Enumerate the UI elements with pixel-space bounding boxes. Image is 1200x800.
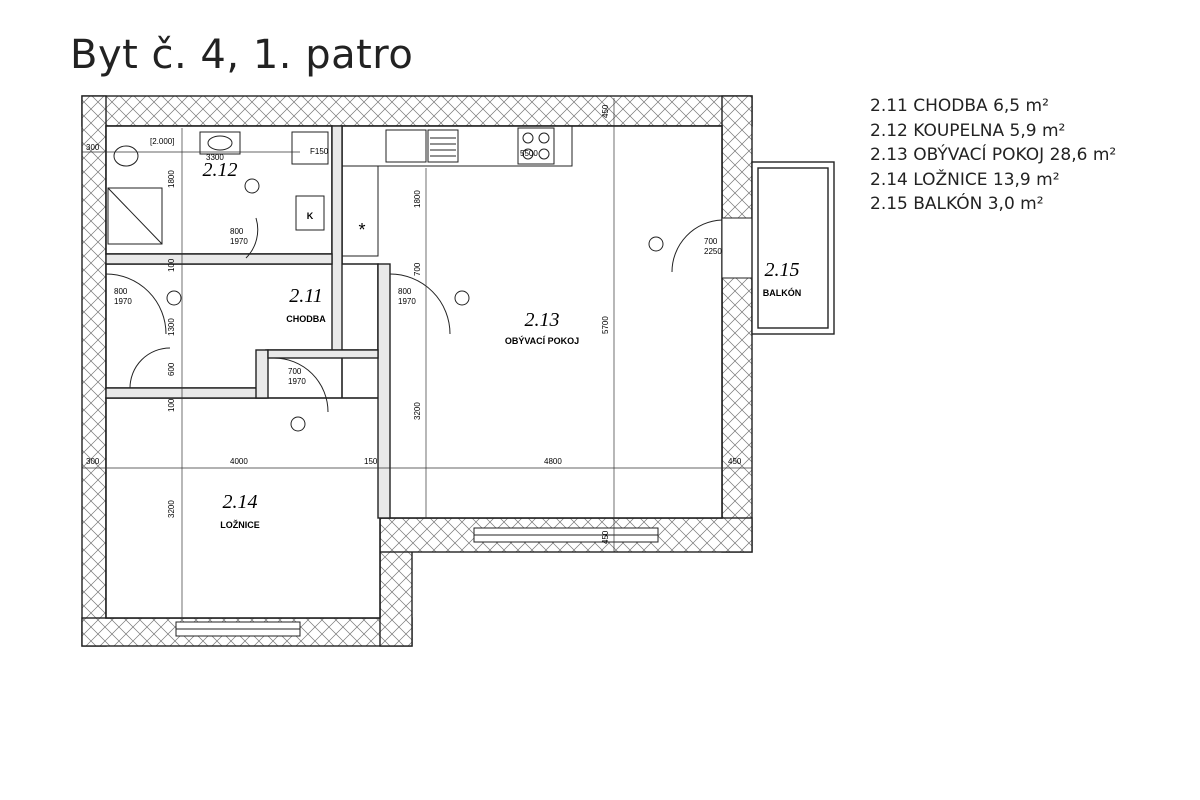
dim-4800: 4800 bbox=[544, 457, 562, 466]
outer-walls bbox=[81, 95, 753, 647]
room-areas bbox=[105, 125, 723, 619]
room-name-2-11: CHODBA bbox=[286, 314, 326, 324]
dim-300-a: 300 bbox=[86, 143, 100, 152]
dim-3200-l: 3200 bbox=[167, 500, 176, 518]
room-area-item-2-12: 2.12 KOUPELNA 5,9 m² bbox=[870, 120, 1066, 141]
dim-700-k: 700 bbox=[413, 262, 422, 276]
door3-height: 1970 bbox=[288, 377, 306, 386]
door4-width: 800 bbox=[230, 227, 244, 236]
room-area-item-2-13: 2.13 OBÝVACÍ POKOJ 28,6 m² bbox=[870, 145, 1117, 165]
door3-width: 700 bbox=[288, 367, 302, 376]
k-mark: K bbox=[307, 211, 314, 221]
room-name-2-13: OBÝVACÍ POKOJ bbox=[505, 335, 579, 346]
dim-450-r: 450 bbox=[728, 457, 742, 466]
dim-150: 150 bbox=[364, 457, 378, 466]
balcony bbox=[751, 161, 835, 335]
room-labels: 2.12 2.11 CHODBA 2.13 OBÝVACÍ POKOJ 2.14… bbox=[203, 159, 802, 530]
dim-f150: F150 bbox=[310, 147, 329, 156]
door1-width: 800 bbox=[114, 287, 128, 296]
interior-walls bbox=[105, 125, 391, 519]
door4-height: 1970 bbox=[230, 237, 248, 246]
room-area-item-2-15: 2.15 BALKÓN 3,0 m² bbox=[870, 194, 1044, 214]
room-name-2-15: BALKÓN bbox=[763, 287, 802, 298]
door5-width: 700 bbox=[704, 237, 718, 246]
light-fixtures bbox=[166, 178, 664, 432]
dimension-lines bbox=[82, 98, 752, 618]
bathroom-fixtures bbox=[107, 131, 329, 259]
windows bbox=[175, 217, 753, 637]
dim-3200-k: 3200 bbox=[413, 402, 422, 420]
page-title: Byt č. 4, 1. patro bbox=[70, 32, 414, 78]
room-area-list: 2.11 CHODBA 6,5 m² 2.12 KOUPELNA 5,9 m² … bbox=[870, 94, 1116, 217]
room-number-2-13: 2.13 bbox=[525, 309, 560, 331]
dim-450-bot: 450 bbox=[601, 530, 610, 544]
dim-450-top: 450 bbox=[601, 104, 610, 118]
dimension-texts: 300 1800 100 1300 600 100 300 4000 150 4… bbox=[86, 104, 742, 544]
door1-height: 1970 bbox=[114, 297, 132, 306]
room-number-2-11: 2.11 bbox=[289, 285, 323, 307]
dim-600: 600 bbox=[167, 362, 176, 376]
room-area-item-2-11: 2.11 CHODBA 6,5 m² bbox=[870, 96, 1049, 116]
door2-width: 800 bbox=[398, 287, 412, 296]
room-number-2-15: 2.15 bbox=[765, 259, 800, 281]
door-swings bbox=[105, 219, 723, 413]
dim-5700: 5700 bbox=[601, 316, 610, 334]
dim-5500: 5500 bbox=[520, 149, 538, 158]
room-area-item-2-14: 2.14 LOŽNICE 13,9 m² bbox=[870, 169, 1060, 190]
dim-1300: 1300 bbox=[167, 318, 176, 336]
door-labels: 800 1970 800 1970 700 1970 800 1970 700 … bbox=[114, 227, 722, 386]
dim-2000: [2.000] bbox=[150, 137, 174, 146]
dim-4000: 4000 bbox=[230, 457, 248, 466]
room-number-2-12: 2.12 bbox=[203, 159, 238, 181]
room-number-2-14: 2.14 bbox=[223, 491, 258, 513]
room-name-2-14: LOŽNICE bbox=[220, 519, 260, 530]
dim-100-a: 100 bbox=[167, 258, 176, 272]
dim-1800-a: 1800 bbox=[167, 170, 176, 188]
door2-height: 1970 bbox=[398, 297, 416, 306]
floor-plan: K [2.000] 3300 F150 5500 * 800 1970 800 bbox=[81, 95, 835, 647]
dim-300-b: 300 bbox=[86, 457, 100, 466]
ventilation-star: * bbox=[358, 220, 365, 240]
door5-height: 2250 bbox=[704, 247, 722, 256]
dim-1800-k: 1800 bbox=[413, 190, 422, 208]
kitchen-counter bbox=[341, 125, 573, 257]
dim-3300: 3300 bbox=[206, 153, 224, 162]
dim-100-b: 100 bbox=[167, 398, 176, 412]
